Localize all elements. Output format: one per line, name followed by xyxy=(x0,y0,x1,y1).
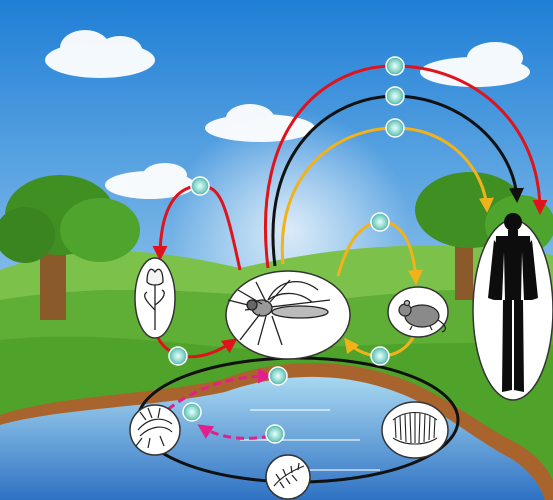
virus-icon xyxy=(266,425,284,443)
mosquito-node xyxy=(226,271,350,359)
pupa-node xyxy=(382,402,448,458)
virus-icon xyxy=(169,347,187,365)
virus-icon xyxy=(269,367,287,385)
virus-icon xyxy=(386,119,404,137)
virus-icon xyxy=(371,213,389,231)
virus-icon xyxy=(183,403,201,421)
plant-node xyxy=(135,258,175,338)
virus-icon xyxy=(191,177,209,195)
virus-icon xyxy=(386,87,404,105)
rodent-node xyxy=(388,287,448,337)
virus-icon xyxy=(371,347,389,365)
egg-raft-node xyxy=(130,405,180,455)
virus-icon xyxy=(386,57,404,75)
larva-node xyxy=(266,455,310,499)
